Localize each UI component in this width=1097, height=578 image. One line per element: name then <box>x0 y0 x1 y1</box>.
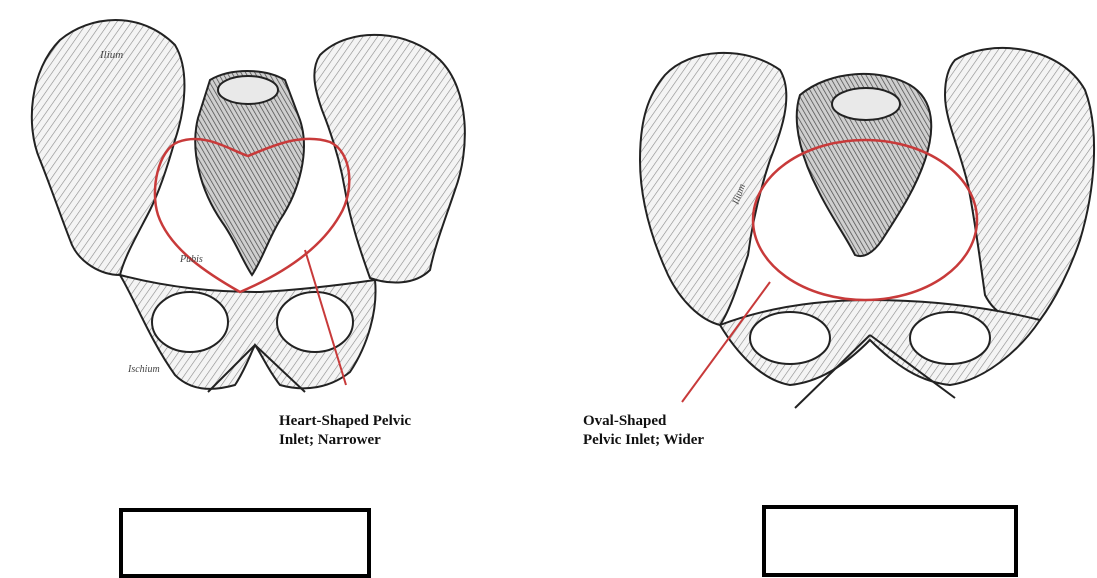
left-caption-line-2: Inlet; Narrower <box>279 431 411 450</box>
left-ischium-label: Ischium <box>127 364 160 375</box>
left-caption-line-1: Heart-Shaped Pelvic <box>279 412 411 431</box>
right-vertebra-body <box>832 88 900 120</box>
right-ilium-wing-right <box>945 48 1094 321</box>
right-obturator-foramen-1 <box>750 312 830 364</box>
left-obturator-foramen-2 <box>277 292 353 352</box>
oval-shaped-inlet-caption: Oval-Shaped Pelvic Inlet; Wider <box>583 412 704 450</box>
left-pubis-label: Pubis <box>179 254 203 265</box>
right-caption-line-1: Oval-Shaped <box>583 412 704 431</box>
left-obturator-foramen-1 <box>152 292 228 352</box>
right-pelvis-illustration: Ilium <box>640 48 1094 408</box>
left-ilium-wing-right <box>314 35 464 283</box>
right-caption-line-2: Pelvic Inlet; Wider <box>583 431 704 450</box>
left-answer-box[interactable] <box>119 508 371 578</box>
heart-shaped-inlet-caption: Heart-Shaped Pelvic Inlet; Narrower <box>279 412 411 450</box>
left-ilium-label: Ilium <box>99 49 123 61</box>
right-obturator-foramen-2 <box>910 312 990 364</box>
right-answer-box[interactable] <box>762 505 1018 577</box>
left-vertebra-body <box>218 76 278 104</box>
left-pelvis-illustration: Ilium Pubis Ischium <box>32 20 465 392</box>
right-ilium-wing-left <box>640 53 786 325</box>
